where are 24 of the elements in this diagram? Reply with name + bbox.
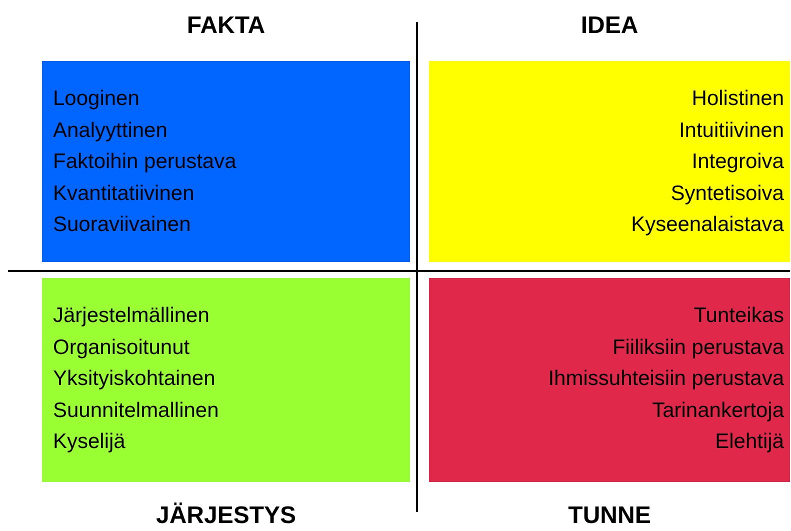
- quadrant-heading: IDEA: [580, 12, 640, 40]
- trait-text: Järjestelmällinen: [53, 303, 210, 329]
- trait-text: Suoraviivainen: [53, 212, 191, 238]
- trait-text: Integroiva: [692, 149, 784, 175]
- trait-text: Organisoitunut: [53, 334, 190, 360]
- trait-text: Kvantitatiivinen: [53, 180, 194, 206]
- trait-text: Kyseenalaistava: [631, 212, 784, 238]
- trait-text: Fiiliksiin perustava: [612, 334, 784, 360]
- trait-text: Yksityiskohtainen: [53, 366, 216, 392]
- trait-text: Ihmissuhteisiin perustava: [548, 366, 784, 392]
- quadrant-heading: JÄRJESTYS: [154, 502, 298, 530]
- trait-text: Analyyttinen: [53, 118, 168, 144]
- trait-text: Holistinen: [692, 86, 784, 112]
- trait-text: Elehtijä: [715, 429, 784, 455]
- trait-text: Tarinankertoja: [652, 398, 784, 424]
- trait-text: Intuitiivinen: [678, 118, 784, 144]
- quadrant-heading: FAKTA: [186, 12, 266, 40]
- trait-text: Suunnitelmallinen: [53, 398, 219, 424]
- trait-text: Tunteikas: [694, 303, 784, 329]
- trait-text: Syntetisoiva: [670, 180, 784, 206]
- quadrant-heading: TUNNE: [567, 502, 652, 530]
- trait-text: Faktoihin perustava: [53, 149, 236, 175]
- trait-text: Kyselijä: [53, 429, 126, 455]
- trait-text: Looginen: [53, 86, 140, 112]
